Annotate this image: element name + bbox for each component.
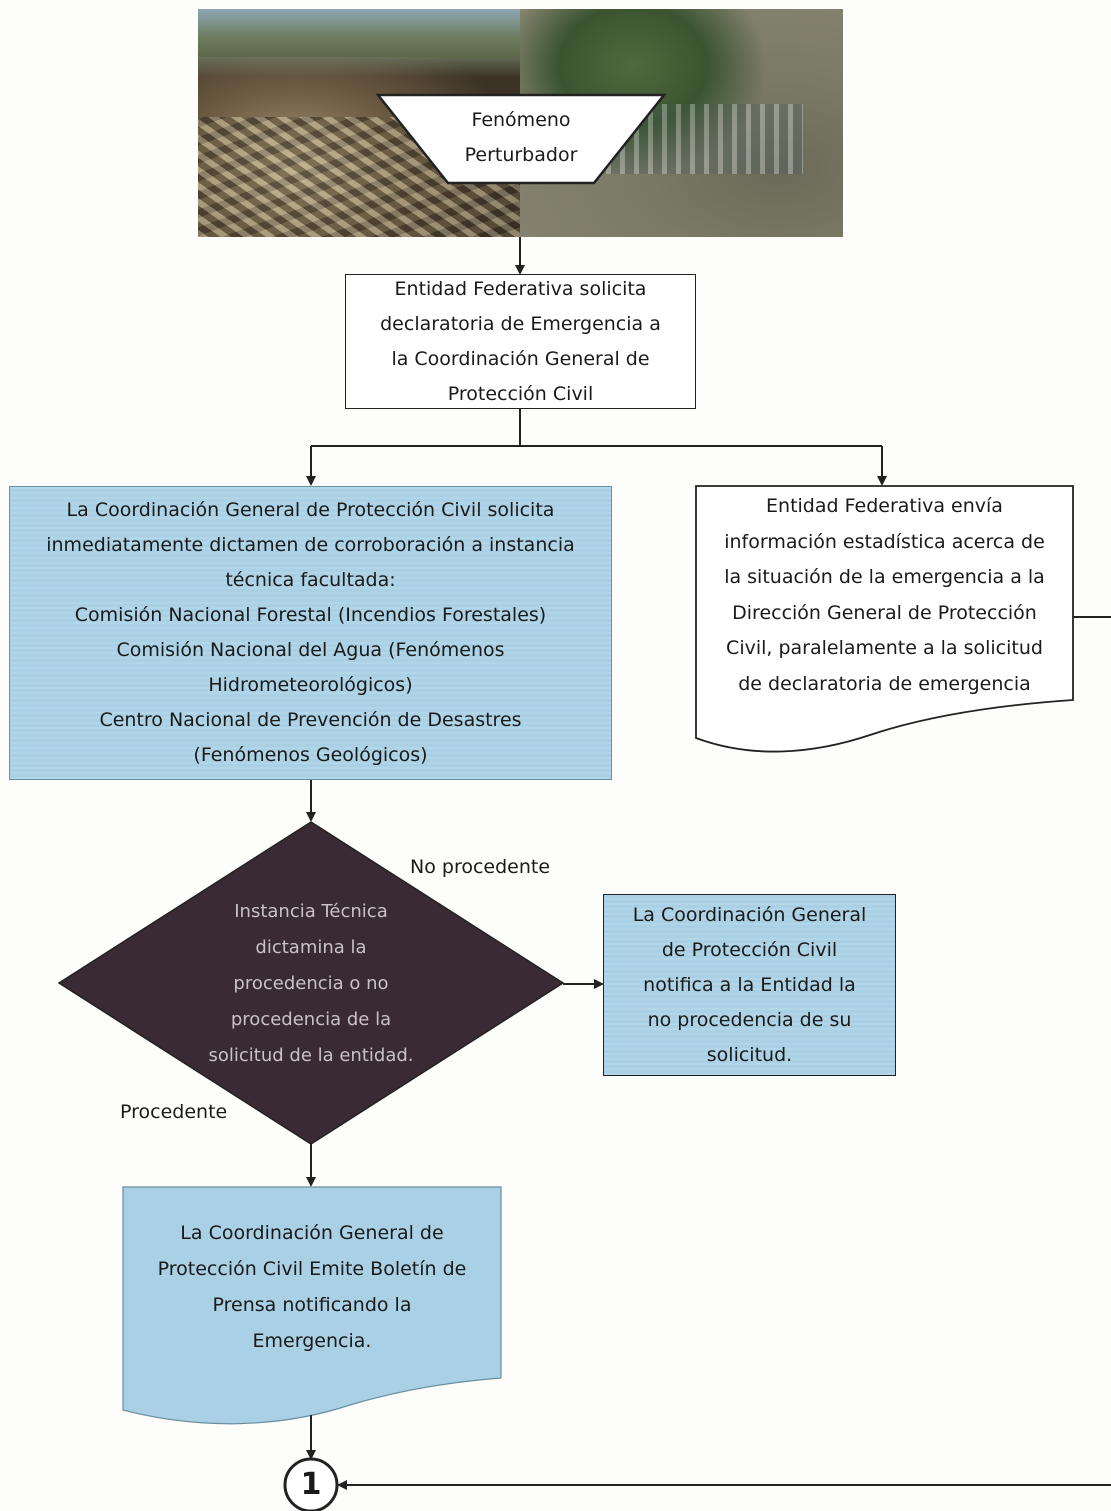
doc-shape-boletin — [122, 1186, 502, 1425]
no-procedencia-line-1: La Coordinación General — [632, 903, 867, 926]
estadistica-line-1: Entidad Federativa envía — [766, 495, 1003, 517]
boletin-line-4: Emergencia. — [252, 1330, 372, 1352]
dictamen-line-3: técnica facultada: — [225, 569, 396, 591]
estadistica-line-2: información estadística acerca de — [724, 530, 1045, 553]
node-boletin: La Coordinación General de Protección Ci… — [125, 1215, 499, 1359]
node-estadistica: Entidad Federativa envía información est… — [698, 489, 1071, 702]
node-solicitud: Entidad Federativa solicita declaratoria… — [345, 274, 696, 409]
decision-line-3: procedencia o no — [233, 973, 389, 994]
boletin-line-2: Protección Civil Emite Boletín de — [157, 1258, 467, 1280]
node-dictamen: La Coordinación General de Protección Ci… — [9, 486, 612, 780]
estadistica-line-5: Civil, paralelamente a la solicitud — [726, 637, 1043, 659]
estadistica-line-4: Dirección General de Protección — [732, 601, 1037, 624]
node-no-procedencia: La Coordinación General de Protección Ci… — [603, 894, 896, 1076]
label-procedente: Procedente — [120, 1101, 228, 1123]
estadistica-line-6: de declaratoria de emergencia — [738, 672, 1031, 695]
fenomeno-line-1: Fenómeno — [471, 109, 571, 131]
dictamen-line-5: Comisión Nacional del Agua (Fenómenos — [116, 639, 505, 661]
dictamen-line-4: Comisión Nacional Forestal (Incendios Fo… — [74, 604, 547, 626]
doc-shape-estadistica — [695, 485, 1074, 753]
trapezoid-fenomeno — [375, 93, 667, 185]
solicitud-line-2: declaratoria de Emergencia a — [380, 312, 661, 335]
estadistica-line-3: la situación de la emergencia a la — [724, 566, 1045, 588]
decision-line-5: solicitud de la entidad. — [208, 1045, 414, 1066]
boletin-line-1: La Coordinación General de — [180, 1222, 444, 1244]
decision-line-1: Instancia Técnica — [234, 901, 388, 922]
solicitud-line-3: la Coordinación General de — [391, 347, 650, 370]
boletin-line-3: Prensa notificando la — [212, 1294, 412, 1316]
no-procedencia-line-4: no procedencia de su — [647, 1008, 852, 1031]
fenomeno-label: Fenómeno Perturbador — [440, 103, 602, 173]
dictamen-line-8: (Fenómenos Geológicos) — [193, 744, 428, 766]
no-procedencia-line-5: solicitud. — [706, 1043, 793, 1066]
solicitud-line-1: Entidad Federativa solicita — [394, 277, 647, 300]
connector-label: 1 — [300, 1467, 322, 1502]
dictamen-line-2: inmediatamente dictamen de corroboración… — [46, 534, 575, 556]
no-procedencia-line-3: notifica a la Entidad la — [643, 973, 856, 996]
label-no-procedente: No procedente — [410, 856, 551, 878]
fenomeno-line-2: Perturbador — [464, 144, 578, 166]
decision-text: Instancia Técnica dictamina la procedenc… — [171, 894, 451, 1074]
dictamen-line-6: Hidrometeorológicos) — [208, 674, 413, 696]
decision-line-4: procedencia de la — [230, 1009, 392, 1030]
dictamen-line-1: La Coordinación General de Protección Ci… — [66, 499, 555, 521]
no-procedencia-line-2: de Protección Civil — [661, 938, 838, 961]
decision-line-2: dictamina la — [255, 937, 367, 958]
solicitud-line-4: Protección Civil — [447, 382, 594, 405]
dictamen-line-7: Centro Nacional de Prevención de Desastr… — [99, 709, 522, 731]
